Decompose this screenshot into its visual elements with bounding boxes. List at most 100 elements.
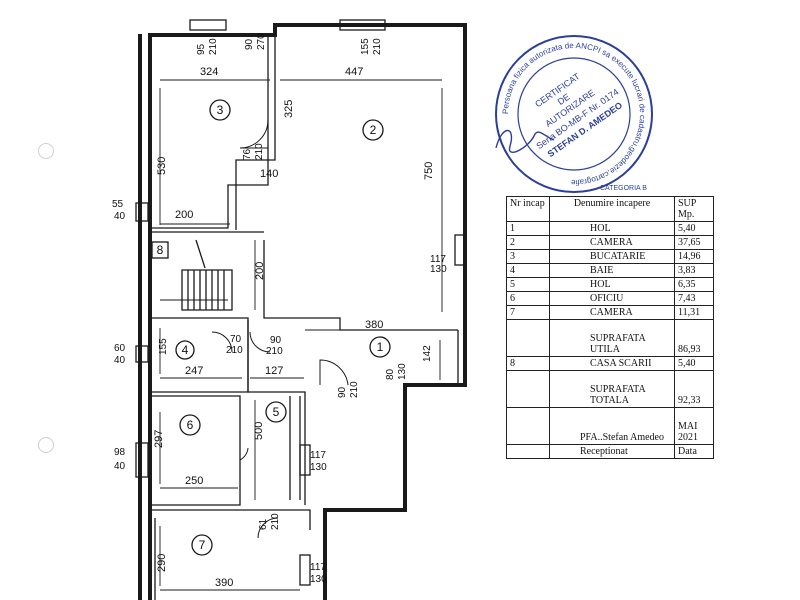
author-name: PFA..Stefan Amedeo <box>549 407 675 445</box>
door-swings <box>211 119 349 539</box>
row-sup: 37,65 <box>674 235 714 250</box>
dim-label: 90 <box>244 38 255 50</box>
row-sup: 6,35 <box>674 277 714 292</box>
outer-walls <box>138 23 467 600</box>
table-row: 7 CAMERA 11,31 <box>506 305 714 320</box>
dim-label: 750 <box>423 162 435 180</box>
dim-label: 200 <box>254 262 266 280</box>
dim-label: 40 <box>114 461 126 472</box>
dim-label: 210 <box>226 345 243 356</box>
row-name: SUPRAFATA UTILA <box>549 319 675 357</box>
dim-label: 90 <box>337 386 348 398</box>
table-row: 2 CAMERA 37,65 <box>506 235 714 250</box>
row-name: BAIE <box>549 263 675 278</box>
dim-label: 297 <box>153 430 165 448</box>
table-row-totala: SUPRAFATA TOTALA 92,33 <box>506 370 714 408</box>
room-marker-3 <box>209 99 231 121</box>
row-nr: 5 <box>506 277 550 292</box>
dim-label: 142 <box>422 345 433 362</box>
row-name: CASA SCARII <box>549 356 675 371</box>
dim-label: 90 <box>270 335 282 346</box>
row-sup: 86,93 <box>674 319 714 357</box>
dim-label: 80 <box>385 368 396 380</box>
dim-label: 270 <box>256 33 267 50</box>
punch-hole-top <box>38 143 54 159</box>
interior-walls <box>150 35 459 600</box>
header-name: Denumire incapere <box>549 196 675 222</box>
table-header-row: Nr incap Denumire incapere SUP Mp. <box>506 196 714 222</box>
staircase <box>181 239 233 311</box>
room-number-8: 8 <box>157 243 164 257</box>
dim-label: 70 <box>230 334 242 345</box>
dim-label: 155 <box>158 338 169 355</box>
windows <box>135 19 466 586</box>
dim-label: 247 <box>185 365 203 377</box>
dim-label: 324 <box>200 66 218 78</box>
row-name: SUPRAFATA TOTALA <box>549 370 675 408</box>
table-row-receptionat: Receptionat Data <box>506 444 714 459</box>
punch-hole-bottom <box>38 437 54 453</box>
stamp-category: CATEGORIA B <box>600 185 647 192</box>
room-marker-2 <box>362 119 384 141</box>
signature <box>495 129 555 153</box>
table-row: 6 OFICIU 7,43 <box>506 291 714 306</box>
room-number-7: 7 <box>199 538 206 552</box>
row-nr: 7 <box>506 305 550 320</box>
table-row: 5 HOL 6,35 <box>506 277 714 292</box>
author-date: MAI 2021 <box>674 407 714 445</box>
dim-label: 76 <box>242 148 253 160</box>
row-nr-empty <box>506 444 550 459</box>
row-nr: 4 <box>506 263 550 278</box>
row-sup: 11,31 <box>674 305 714 320</box>
table-row-utila: SUPRAFATA UTILA 86,93 <box>506 319 714 357</box>
dim-label: 325 <box>283 100 295 118</box>
row-nr: 3 <box>506 249 550 264</box>
dim-label: 130 <box>310 574 327 585</box>
room-number-4: 4 <box>182 343 189 357</box>
row-nr-empty <box>506 407 550 445</box>
dim-label: 210 <box>372 38 383 55</box>
dim-label: 140 <box>260 168 278 180</box>
row-nr: 6 <box>506 291 550 306</box>
dim-label: 210 <box>208 38 219 55</box>
dim-label: 390 <box>215 577 233 589</box>
area-table: Nr incap Denumire incapere SUP Mp. 1 HOL… <box>506 196 714 459</box>
dim-label: 500 <box>253 422 265 440</box>
table-row: 3 BUCATARIE 14,96 <box>506 249 714 264</box>
table-row: 1 HOL 5,40 <box>506 221 714 236</box>
row-sup: 5,40 <box>674 221 714 236</box>
room-marker-7 <box>191 534 213 556</box>
table-row-author: PFA..Stefan Amedeo MAI 2021 <box>506 407 714 445</box>
dim-label: 250 <box>185 475 203 487</box>
row-name: HOL <box>549 277 675 292</box>
room-marker-8 <box>151 241 169 259</box>
authorization-stamp: Persoana fizica autorizata de ANCPI sa e… <box>495 35 653 193</box>
row-nr: 2 <box>506 235 550 250</box>
dim-label: 130 <box>430 264 447 275</box>
receptionat-date: Data <box>674 444 714 459</box>
room-number-1: 1 <box>377 340 384 354</box>
dim-label: 210 <box>266 346 283 357</box>
row-nr-empty <box>506 319 550 357</box>
dim-label: 55 <box>112 199 124 210</box>
dim-label: 530 <box>156 157 168 175</box>
room-markers: 3 2 8 4 1 6 5 7 <box>151 99 391 556</box>
room-number-5: 5 <box>273 405 280 419</box>
dim-label: 117 <box>310 450 326 461</box>
room-number-2: 2 <box>370 123 377 137</box>
row-sup: 92,33 <box>674 370 714 408</box>
dimension-labels: 324 447 200 140 380 247 127 250 390 55 4… <box>112 66 447 589</box>
row-nr-empty <box>506 370 550 408</box>
header-sup: SUP Mp. <box>674 196 714 222</box>
table-row: 4 BAIE 3,83 <box>506 263 714 278</box>
row-name: OFICIU <box>549 291 675 306</box>
row-name: CAMERA <box>549 305 675 320</box>
dim-label: 210 <box>254 143 265 160</box>
dim-label: 98 <box>114 447 126 458</box>
dimension-labels-vertical: 95 210 90 270 155 210 325 76 210 750 530… <box>153 33 435 572</box>
dim-label: 40 <box>114 211 126 222</box>
row-nr: 1 <box>506 221 550 236</box>
row-name: BUCATARIE <box>549 249 675 264</box>
dim-label: 210 <box>349 381 360 398</box>
row-sup: 5,40 <box>674 356 714 371</box>
